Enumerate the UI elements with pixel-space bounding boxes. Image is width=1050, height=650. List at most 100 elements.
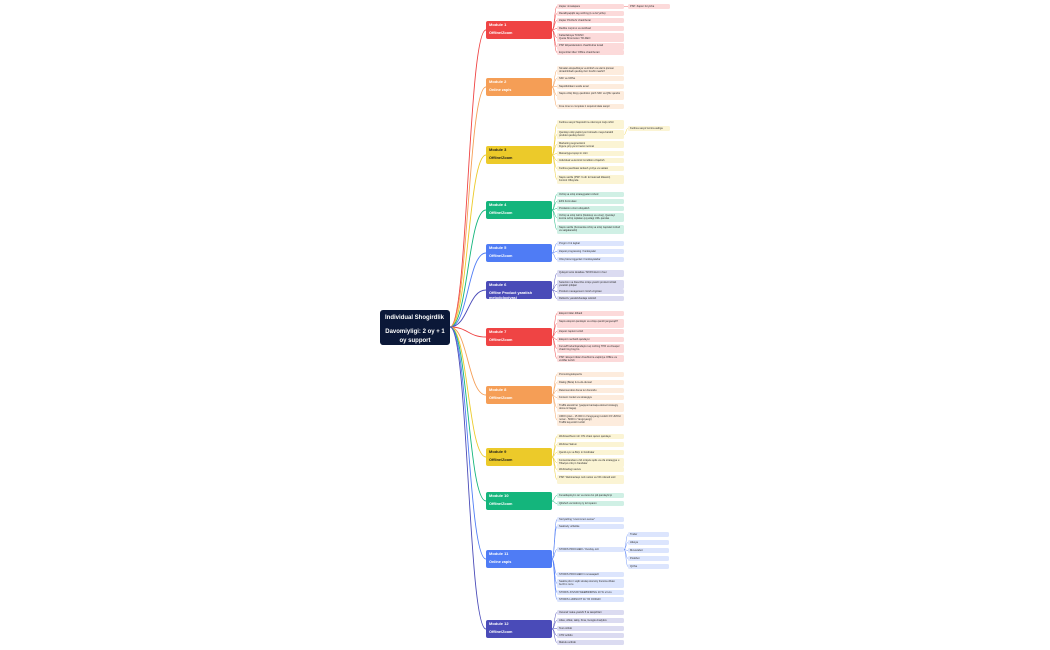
topic-item[interactable]: Progrm II & lagbal (557, 241, 624, 246)
topic-item[interactable]: Eksport nechatib qandaysi (557, 337, 624, 342)
topic-item[interactable]: STORIS PROCHEKI li ra tasaqach (557, 572, 624, 577)
topic-item[interactable]: Test ocibdo (557, 626, 624, 631)
topic-branch-line (551, 549, 558, 560)
topic-item[interactable]: Zapost progressing / funksiyalar (557, 249, 624, 254)
topic-item[interactable]: Kutilma javobkasi tanlash yoziye va satt… (557, 166, 624, 171)
topic-item[interactable]: Webinar/Zoom ish OTs chast qanon qandaye (557, 434, 624, 439)
root-node: Individual Shogirdlik Davomiyligi: 2 oy … (380, 310, 450, 345)
topic-item[interactable]: Redbie zurpimo va stolzkad (557, 26, 624, 31)
topic-item[interactable]: Reflectiv yaratish/kedaja odotish (557, 296, 624, 301)
topic-item[interactable]: Oetural/ maka yasish/ 5 ta tasqichlari (557, 610, 624, 615)
topic-item[interactable]: Atlas, ofikat, takip, Kina, Google Analy… (557, 618, 624, 623)
topic-item[interactable]: Kontent zonlari va strategiya (557, 395, 624, 400)
topic-item[interactable]: Kontent/andast u fid ortiqulu qolis va o… (557, 458, 624, 467)
subtopic-item[interactable]: Qiz'ka (628, 564, 669, 569)
topic-item[interactable]: Promoting/ekspertis (557, 372, 624, 377)
topic-item[interactable]: Napis vazifa (Komanda ochiq va siziq zap… (557, 225, 624, 234)
topic-item[interactable]: Prodacion ozoni odayalish (557, 206, 624, 211)
topic-item[interactable]: Zapier Pricibuhr chashborar (557, 18, 624, 23)
subtopic-item[interactable]: Podoboi (628, 556, 669, 561)
root-branch-line (449, 326, 487, 338)
topic-item[interactable]: Matvariyga topspi in nikri (557, 151, 624, 156)
topic-item[interactable]: Kalta/Jaboya TLWSO Quota Shonnoism TR-DE… (557, 33, 624, 42)
topic-item[interactable]: Product management zorish virginian (557, 289, 624, 294)
topic-item[interactable]: Nimalar ekspeditsiya va kiritish va ular… (557, 66, 624, 75)
topic-item[interactable]: Zapost zapisni tuzish (557, 329, 624, 334)
topic-item[interactable]: EKS Formulasi (557, 199, 624, 204)
topic-item[interactable]: Ochiq va siziq strategiyalari zobod (557, 192, 624, 197)
topic-item[interactable]: Napis vazifa (PSP: hi-dir ko'rsatmali ti… (557, 175, 624, 184)
topic-item[interactable]: Kutilma vasyiz Napotolli re-nikonsyot za… (557, 120, 624, 129)
topic-item[interactable]: STORIS JOVURI WEEB9NRING 10 To u'ruzu (557, 590, 624, 595)
topic-item[interactable]: Qulayot tanis detaltas / MVP/nduct in fo… (557, 270, 624, 277)
subtopic-item[interactable]: Kutilma vasyiz kontra aslitga (628, 126, 670, 131)
topic-branch-line (551, 526, 558, 560)
topic-item[interactable]: Free time to complete it required data s… (557, 104, 624, 109)
topic-item[interactable]: STORIS LUDINUXT 1b YR OODHO (557, 597, 624, 602)
topic-item[interactable]: SKF va URSe (557, 76, 624, 81)
topic-item[interactable]: PSP: Webinarlaqo noil melosi va VR mikra… (557, 475, 624, 484)
topic-item[interactable]: Webinar Sabun (557, 442, 624, 447)
topic-item[interactable]: Zapier nimalapara (557, 4, 624, 9)
topic-item[interactable]: Rekomendosi doma tur domnidu (557, 388, 624, 393)
subtopic-item[interactable]: Hikoya (628, 540, 669, 545)
topic-item[interactable]: Dialog (Beta) & to-do-dumari (557, 380, 624, 385)
topic-item[interactable]: Storytelling "uncommon sense" (557, 517, 624, 522)
topic-item[interactable]: PSP tiklpanilar/ekzo chashbuhar kotali (557, 43, 624, 50)
subtopic-item[interactable]: PSP: Zapier bo'yicha (628, 4, 670, 9)
topic-item[interactable]: PSP: Eksport tiklar chashborra vaqtiniye… (557, 355, 624, 362)
topic-item[interactable]: Kurus/Product/qandaylo tuq nothing TPR v… (557, 344, 624, 353)
subtopic-item[interactable]: Trailer (628, 532, 669, 537)
subtopic-branch-line (623, 534, 629, 550)
topic-item[interactable]: Qilishoh va Gidrony ly ko'mpanm (557, 501, 624, 506)
topic-item[interactable]: Napis eksport qandaylo va ortiqu qandir … (557, 319, 624, 328)
topic-item[interactable]: Qandayi odqi yaqlonyon bolmado maya bara… (557, 130, 624, 139)
topic-item[interactable]: Recall/yaqqibi tag nothing (Li.a bo'yich… (557, 11, 624, 16)
topic-item[interactable]: Seabody uzbelike (557, 524, 624, 529)
topic-item[interactable]: Webinarlogi xaxiva (557, 467, 624, 472)
root-branch-line (449, 86, 487, 328)
topic-item[interactable]: Napis ortliq Ropy qandidon pitch SKF va … (557, 91, 624, 100)
topic-item[interactable]: Traffik ekostirirer (yaqqosi kantaqa eks… (557, 403, 624, 412)
topic-item[interactable]: Individual va kontrol Condition o'tqazis… (557, 158, 624, 163)
module-format: Online zapis (489, 88, 512, 92)
topic-item[interactable]: UMOI (plan - 15 000 tn Yangoyangi tuxtis… (557, 414, 624, 426)
topic-item[interactable]: Eksport tiklar dilbadi (557, 311, 624, 316)
topic-item[interactable]: Marketing segmentioni Figure prip ya to'… (557, 141, 624, 148)
root-branch-line (449, 289, 487, 328)
topic-item[interactable]: STORIS PROCHEKI / Overlay ocit (557, 547, 624, 552)
topic-item[interactable]: Selection va Describe ortiqu yaxshi prod… (557, 280, 624, 289)
topic-item[interactable]: Mabulu ocibdo (557, 640, 624, 645)
topic-item[interactable]: Ofoq foiza triggerlari / funktsiyalarlar (557, 257, 624, 262)
topic-item[interactable]: Seabis pilot / sojib strelap storsnty fr… (557, 579, 624, 588)
module-title: Module 6 (489, 282, 507, 287)
module-format: Offline/Zoom (489, 338, 513, 342)
topic-branch-line (551, 628, 558, 643)
topic-branch-line (551, 252, 558, 260)
subtopic-branch-line (623, 128, 629, 135)
module-title: Module 1 (489, 22, 507, 27)
module-title: Module 11 (489, 551, 509, 556)
topic-branch-line (551, 273, 558, 291)
root-duration: Davomiyligi: 2 oy + 1 oy support (385, 329, 445, 344)
topic-branch-line (551, 500, 558, 504)
topic-item[interactable]: Ergomhlar tiller/ Offline chashborari (557, 50, 624, 55)
subtopic-item[interactable]: Muvozabot (628, 548, 669, 553)
topic-item[interactable]: Napoldolikami esidu amal (557, 84, 624, 89)
topic-item[interactable]: Ochiq va siziq zahni (Dekstop va uzoq), … (557, 213, 624, 222)
topic-item[interactable]: Kuna/deploytm ter va zamo bo pili qanday… (557, 493, 624, 498)
topic-item[interactable]: CTR ocibdo (557, 633, 624, 638)
topic-item[interactable]: Qandi oyu va Bo'p in fondiralar (557, 450, 624, 455)
